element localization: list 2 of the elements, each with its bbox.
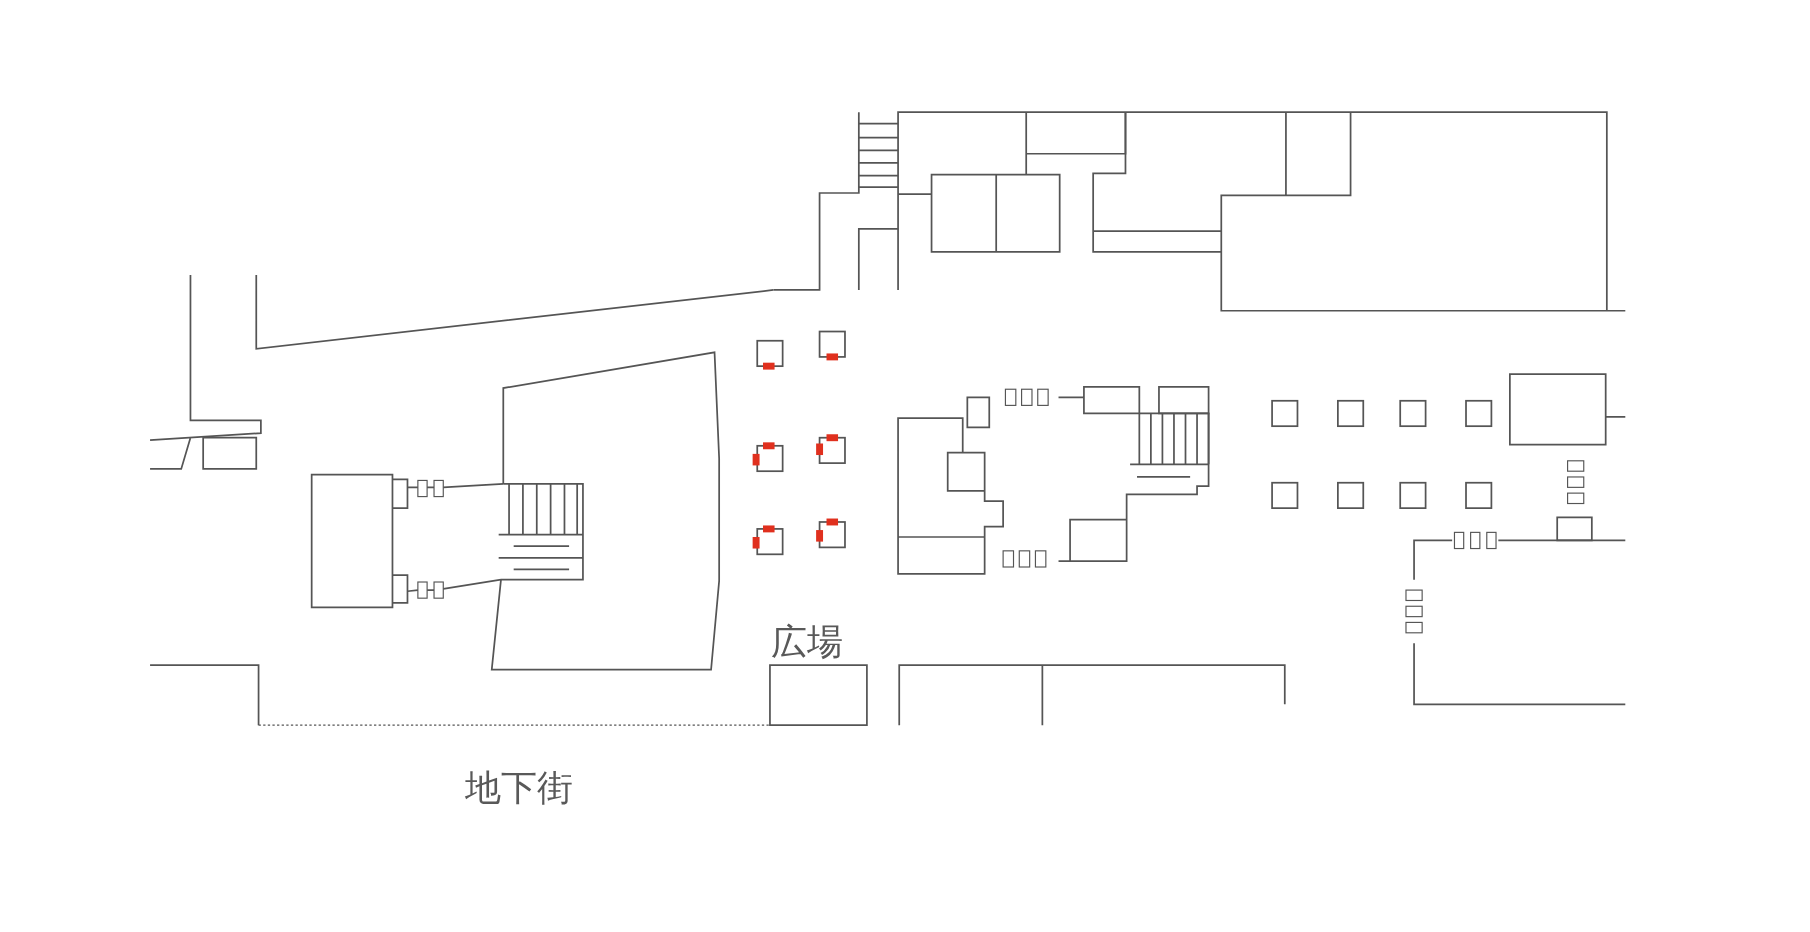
area-label: 地下街	[465, 770, 574, 807]
area-label: 広場	[770, 623, 843, 660]
